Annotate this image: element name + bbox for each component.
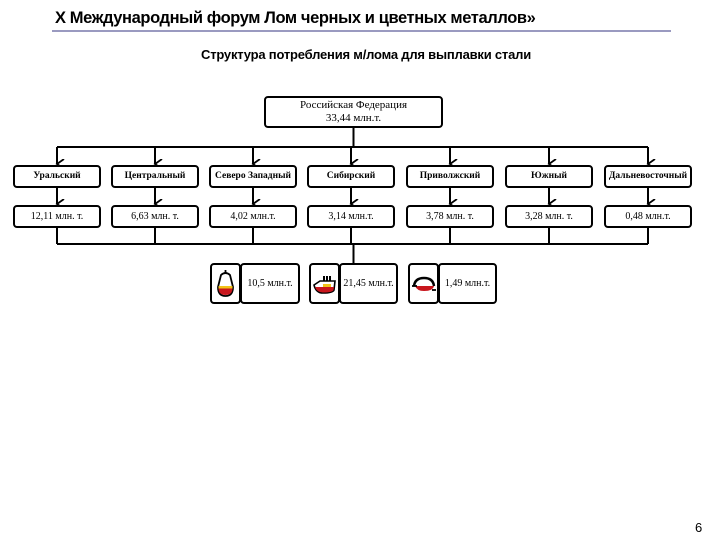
- region-name: Северо Западный: [215, 170, 291, 181]
- open-hearth-furnace-value: 1,49 млн.т.: [444, 277, 491, 289]
- region-value: 3,14 млн.т.: [328, 210, 374, 222]
- region-box: Приволжский: [406, 165, 494, 188]
- region-value-box: 3,28 млн. т.: [505, 205, 593, 228]
- region-value: 3,78 млн. т.: [426, 210, 474, 222]
- region-value: 4,02 млн.т.: [230, 210, 276, 222]
- region-value-box: 6,63 млн. т.: [111, 205, 199, 228]
- region-value-box: 4,02 млн.т.: [209, 205, 297, 228]
- root-value: 33,44 млн.т.: [325, 112, 382, 124]
- region-value: 6,63 млн. т.: [131, 210, 179, 222]
- open-hearth-furnace-value-box: 1,49 млн.т.: [438, 263, 497, 304]
- converter-icon: [217, 270, 234, 297]
- region-value-box: 12,11 млн. т.: [13, 205, 101, 228]
- region-name: Сибирский: [326, 170, 376, 181]
- region-name: Дальневосточный: [608, 170, 688, 181]
- region-value: 12,11 млн. т.: [30, 210, 84, 222]
- region-name: Приволжский: [419, 170, 481, 181]
- page-number: 6: [695, 520, 703, 535]
- region-value-box: 0,48 млн.т.: [604, 205, 692, 228]
- region-value-box: 3,14 млн.т.: [307, 205, 395, 228]
- region-value: 3,28 млн. т.: [525, 210, 573, 222]
- region-name: Центральный: [124, 170, 186, 181]
- region-name: Южный: [530, 170, 568, 181]
- region-box: Уральский: [13, 165, 101, 188]
- region-box: Дальневосточный: [604, 165, 692, 188]
- header-divider: [52, 30, 671, 32]
- region-box: Южный: [505, 165, 593, 188]
- converter-icon-box: [210, 263, 241, 304]
- header-title: X Международный форум Лом черных и цветн…: [55, 9, 536, 27]
- region-box: Северо Западный: [209, 165, 297, 188]
- electric-arc-furnace-value: 21,45 млн.т.: [343, 277, 394, 289]
- electric-arc-furnace-icon: [313, 276, 336, 294]
- converter-value-box: 10,5 млн.т.: [240, 263, 300, 304]
- electric-arc-furnace-icon-box: [309, 263, 340, 304]
- region-value-box: 3,78 млн. т.: [406, 205, 494, 228]
- region-value: 0,48 млн.т.: [625, 210, 671, 222]
- root-node: Российская Федерация 33,44 млн.т.: [264, 96, 443, 128]
- root-name: Российская Федерация: [299, 98, 408, 111]
- converter-value: 10,5 млн.т.: [247, 277, 293, 289]
- electric-arc-furnace-value-box: 21,45 млн.т.: [339, 263, 398, 304]
- open-hearth-furnace-icon: [412, 276, 436, 291]
- diagram-title: Структура потребления м/лома для выплавк…: [201, 47, 531, 62]
- region-box: Центральный: [111, 165, 199, 188]
- region-name: Уральский: [33, 170, 81, 181]
- open-hearth-furnace-icon-box: [408, 263, 439, 304]
- region-box: Сибирский: [307, 165, 395, 188]
